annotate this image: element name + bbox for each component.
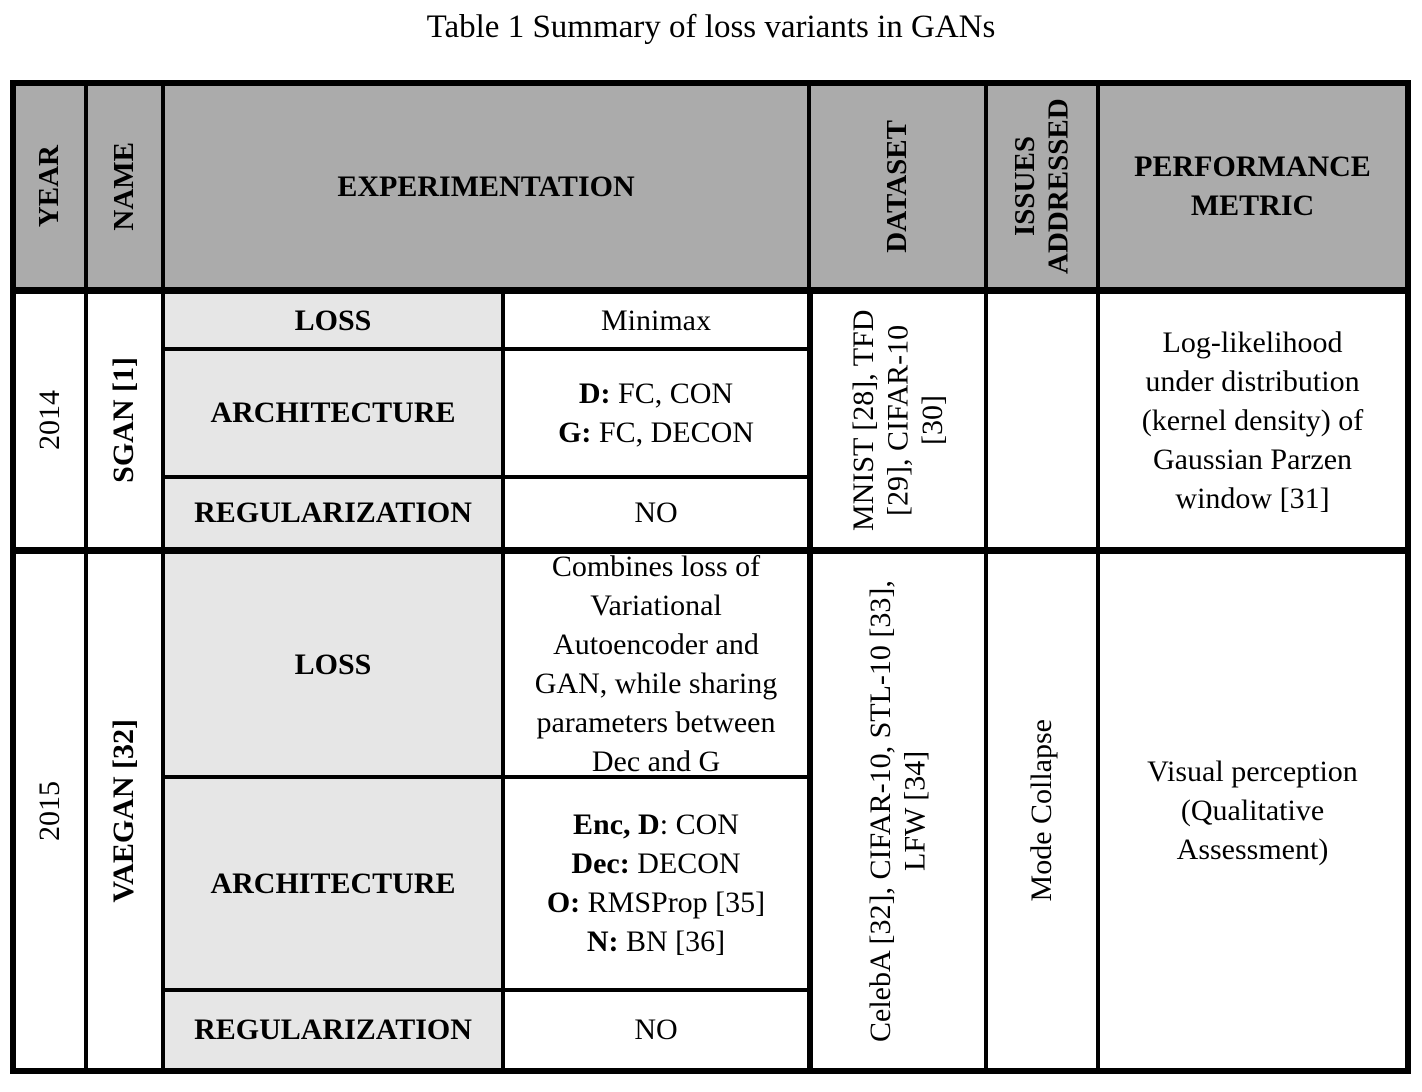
row-vaegan-architecture-label-cell: ARCHITECTURE xyxy=(165,778,501,988)
row-vaegan-loss-value: Combines loss of Variational Autoencoder… xyxy=(534,550,778,775)
architecture-line: Enc, D: CON xyxy=(573,808,739,842)
row-sgan-loss-value: Minimax xyxy=(601,303,711,337)
table-caption: Table 1 Summary of loss variants in GANs xyxy=(426,9,996,45)
architecture-line: Dec: DECON xyxy=(571,847,741,881)
loss-label: LOSS xyxy=(294,647,372,681)
row-vaegan-dataset: CelebA [32], CIFAR-10, STL-10 [33], LFW … xyxy=(864,579,932,1042)
row-sgan-loss-label-cell: LOSS xyxy=(165,290,501,347)
row-sgan-name: SGAN [1] xyxy=(107,357,141,484)
row-vaegan-dataset-cell: CelebA [32], CIFAR-10, STL-10 [33], LFW … xyxy=(811,550,984,1068)
row-vaegan-performance-cell: Visual perception (Qualitative Assessmen… xyxy=(1100,550,1405,1068)
architecture-line: G: FC, DECON xyxy=(558,415,754,449)
gan-loss-variants-table: YEAR NAME EXPERIMENTATION DATASET ISSUES… xyxy=(10,79,1411,1074)
regularization-label: REGULARIZATION xyxy=(194,496,472,530)
row-sgan-loss-value-cell: Minimax xyxy=(505,290,807,347)
row-sgan-regularization-label-cell: REGULARIZATION xyxy=(165,478,501,547)
architecture-label: ARCHITECTURE xyxy=(210,396,456,430)
row-vaegan-name: VAEGAN [32] xyxy=(107,718,141,903)
header-performance-metric: PERFORMANCE METRIC xyxy=(1100,85,1405,287)
row-sgan-dataset: MNIST [28], TFD [29], CIFAR-10 [30] xyxy=(846,309,949,531)
row-sgan-year-cell: 2014 xyxy=(16,290,84,547)
architecture-line: O: RMSProp [35] xyxy=(546,886,766,920)
header-experimentation-label: EXPERIMENTATION xyxy=(337,169,635,203)
row-sgan-performance: Log-likelihood under distribution (kerne… xyxy=(1141,325,1364,515)
row-sgan-performance-cell: Log-likelihood under distribution (kerne… xyxy=(1100,290,1405,547)
row-vaegan-year: 2015 xyxy=(32,780,66,841)
header-performance-metric-label: PERFORMANCE METRIC xyxy=(1134,150,1371,223)
row-vaegan-regularization-value: NO xyxy=(634,1013,678,1047)
row-vaegan-year-cell: 2015 xyxy=(16,550,84,1068)
header-issues-addressed: ISSUES ADDRESSED xyxy=(988,85,1096,287)
row-vaegan-regularization-value-cell: NO xyxy=(505,991,807,1068)
row-vaegan-issues-cell: Mode Collapse xyxy=(988,550,1096,1068)
loss-label: LOSS xyxy=(294,303,372,337)
row-sgan-issues-cell xyxy=(988,290,1096,547)
row-sgan-architecture-value: D: FC, CON G: FC, DECON xyxy=(558,374,754,452)
row-vaegan-regularization-label-cell: REGULARIZATION xyxy=(165,991,501,1068)
row-sgan-dataset-cell: MNIST [28], TFD [29], CIFAR-10 [30] xyxy=(811,290,984,547)
header-experimentation: EXPERIMENTATION xyxy=(165,85,807,287)
row-sgan-regularization-value-cell: NO xyxy=(505,478,807,547)
header-dataset-label: DATASET xyxy=(880,119,913,253)
header-name-label: NAME xyxy=(107,141,140,231)
row-vaegan-loss-label-cell: LOSS xyxy=(165,550,501,775)
row-vaegan-issues: Mode Collapse xyxy=(1024,719,1058,902)
row-sgan-regularization-value: NO xyxy=(634,496,678,530)
header-dataset: DATASET xyxy=(811,85,984,287)
row-vaegan-performance: Visual perception (Qualitative Assessmen… xyxy=(1147,755,1358,867)
header-name: NAME xyxy=(88,85,161,287)
row-vaegan-name-cell: VAEGAN [32] xyxy=(88,550,161,1068)
row-vaegan-architecture-value-cell: Enc, D: CON Dec: DECON O: RMSProp [35] N… xyxy=(505,778,807,988)
row-sgan-architecture-value-cell: D: FC, CON G: FC, DECON xyxy=(505,350,807,475)
architecture-line: N: BN [36] xyxy=(586,925,726,959)
regularization-label: REGULARIZATION xyxy=(194,1013,472,1047)
row-vaegan-architecture-value: Enc, D: CON Dec: DECON O: RMSProp [35] N… xyxy=(547,805,765,961)
architecture-line: D: FC, CON xyxy=(578,376,734,410)
row-sgan-architecture-label-cell: ARCHITECTURE xyxy=(165,350,501,475)
header-year-label: YEAR xyxy=(33,145,66,228)
header-issues-addressed-label: ISSUES ADDRESSED xyxy=(1008,98,1074,274)
header-year: YEAR xyxy=(16,85,84,287)
row-sgan-name-cell: SGAN [1] xyxy=(88,290,161,547)
architecture-label: ARCHITECTURE xyxy=(210,866,456,900)
row-sgan-year: 2014 xyxy=(32,390,66,451)
row-vaegan-loss-value-cell: Combines loss of Variational Autoencoder… xyxy=(505,550,807,775)
